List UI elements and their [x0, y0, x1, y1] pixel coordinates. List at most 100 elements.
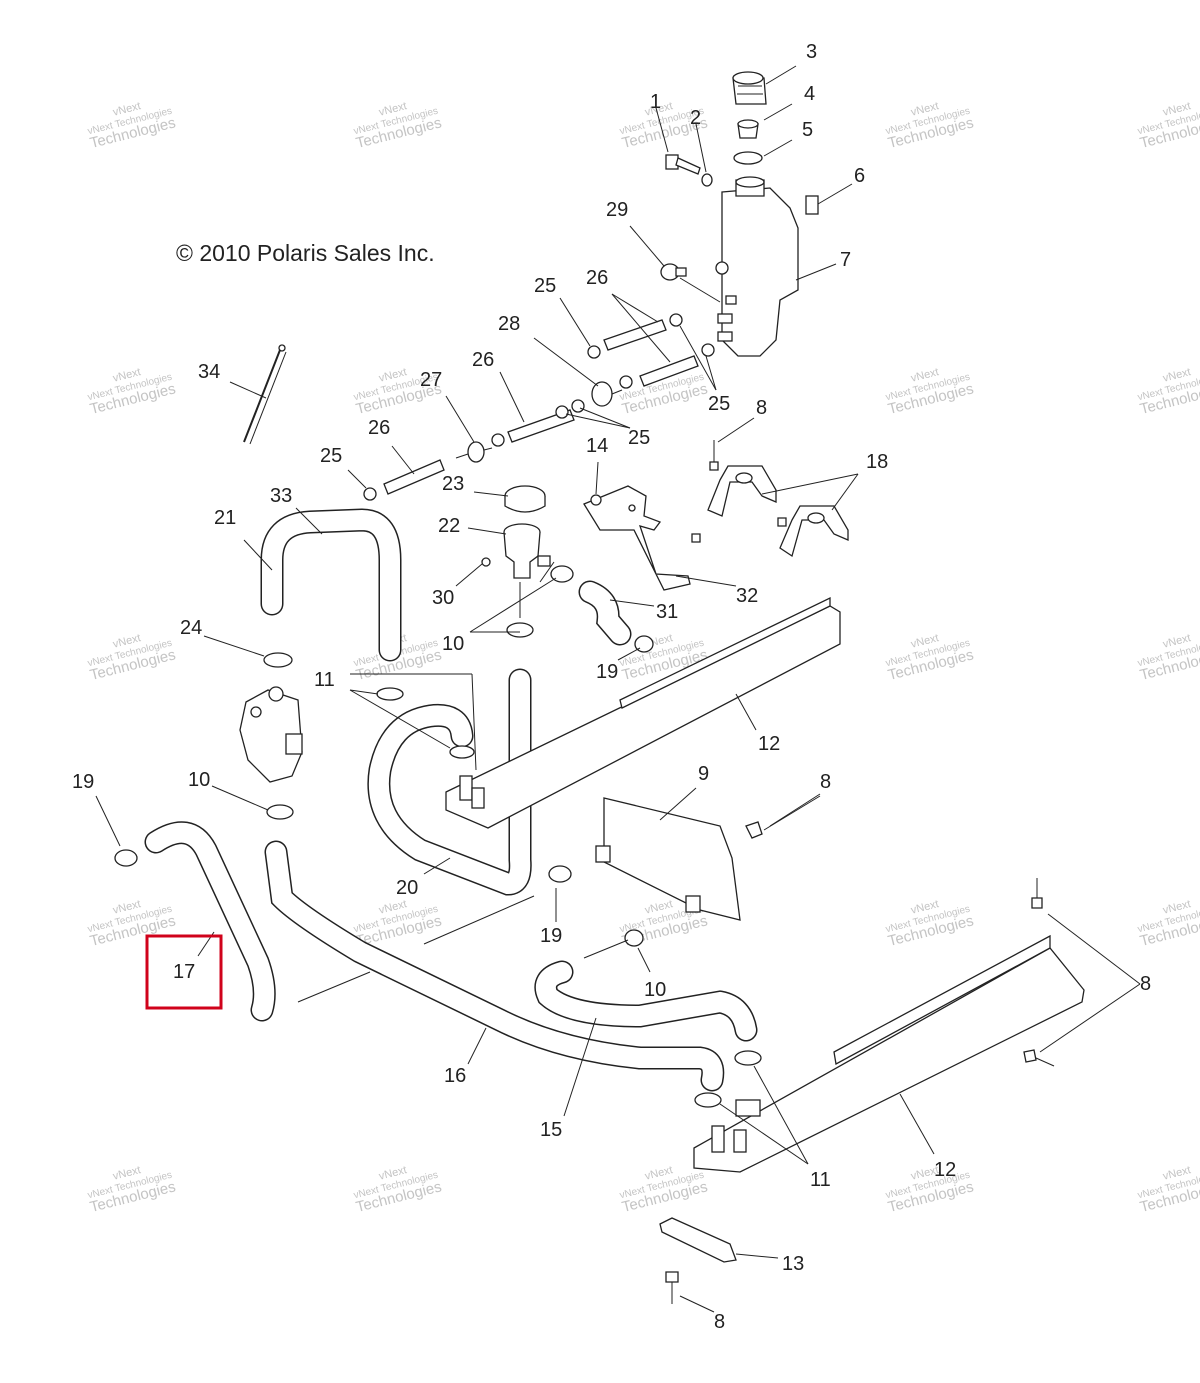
- reservoir-clip[interactable]: [805, 195, 819, 215]
- callout-9: 9: [698, 763, 709, 785]
- tunnel-cooler-shield[interactable]: [595, 797, 741, 921]
- copyright-notice: © 2010 Polaris Sales Inc.: [176, 240, 435, 266]
- coolant-hose-15[interactable]: [534, 960, 758, 1042]
- hose-clamp-29[interactable]: [660, 263, 687, 281]
- callout-26-b: 26: [472, 349, 494, 371]
- callout-11-b: 11: [810, 1169, 831, 1191]
- thermostat-housing[interactable]: [481, 523, 551, 579]
- callout-33: 33: [270, 485, 292, 507]
- callout-19-c: 19: [540, 925, 562, 947]
- callout-2: 2: [690, 107, 701, 129]
- callout-labels: 1 2 3 4 5 6 7 29 25 26 28 26 27 25 25 8 …: [72, 41, 1151, 1333]
- callout-25-a: 25: [534, 275, 556, 297]
- heat-exchanger-lower[interactable]: [693, 934, 1085, 1173]
- coolant-hose-17[interactable]: [144, 821, 276, 1022]
- overflow-tube[interactable]: [243, 344, 287, 445]
- callout-30: 30: [432, 587, 454, 609]
- callout-29: 29: [606, 199, 628, 221]
- callout-23: 23: [442, 473, 464, 495]
- callout-25-b: 25: [708, 393, 730, 415]
- mounting-bracket[interactable]: [583, 485, 691, 591]
- callout-20: 20: [396, 877, 418, 899]
- callout-15: 15: [540, 1119, 562, 1141]
- radiator-hose-loop[interactable]: [367, 668, 532, 896]
- callout-8-d: 8: [714, 1311, 725, 1333]
- fasteners[interactable]: [665, 440, 1055, 1304]
- bypass-hose[interactable]: [578, 580, 632, 646]
- support-bracket-upper[interactable]: [707, 465, 777, 517]
- callout-19-a: 19: [596, 661, 618, 683]
- check-valve[interactable]: [591, 381, 623, 407]
- callout-26-c: 26: [368, 417, 390, 439]
- coolant-reservoir[interactable]: [715, 176, 799, 357]
- mounting-plate[interactable]: [659, 1217, 737, 1263]
- heat-exchanger-upper[interactable]: [445, 596, 841, 829]
- callout-25-d: 25: [320, 445, 342, 467]
- vent-hose-upper[interactable]: [383, 319, 699, 495]
- upper-hose-loop[interactable]: [260, 508, 402, 662]
- callout-8-c: 8: [1140, 973, 1151, 995]
- callout-8-a: 8: [756, 397, 767, 419]
- radiator-cap[interactable]: [732, 71, 767, 105]
- callout-1: 1: [650, 91, 661, 113]
- hose-clamps[interactable]: [114, 565, 762, 1108]
- water-pump[interactable]: [239, 686, 303, 783]
- callout-21: 21: [214, 507, 236, 529]
- callout-12-a: 12: [758, 733, 780, 755]
- callout-28: 28: [498, 313, 520, 335]
- callout-24: 24: [180, 617, 202, 639]
- callout-6: 6: [854, 165, 865, 187]
- callout-22: 22: [438, 515, 460, 537]
- callout-32: 32: [736, 585, 758, 607]
- washer[interactable]: [701, 173, 713, 187]
- vent-valve[interactable]: [455, 441, 493, 463]
- callout-34: 34: [198, 361, 220, 383]
- support-bracket-lower[interactable]: [779, 505, 849, 558]
- callout-10-b: 10: [188, 769, 210, 791]
- callout-10-a: 10: [442, 633, 464, 655]
- callout-27: 27: [420, 369, 442, 391]
- callout-12-b: 12: [934, 1159, 956, 1181]
- callout-10-c: 10: [644, 979, 666, 1001]
- callout-18: 18: [866, 451, 888, 473]
- callout-26-a: 26: [586, 267, 608, 289]
- o-ring[interactable]: [733, 151, 763, 165]
- coolant-hose-16[interactable]: [264, 840, 725, 1092]
- callout-25-c: 25: [628, 427, 650, 449]
- cap-gasket-seal[interactable]: [737, 119, 759, 139]
- callout-7: 7: [840, 249, 851, 271]
- callout-4: 4: [804, 83, 815, 105]
- callout-11-a: 11: [314, 669, 335, 691]
- highlight-box: [145, 934, 223, 1010]
- callout-31: 31: [656, 601, 678, 623]
- callout-13: 13: [782, 1253, 804, 1275]
- callout-3: 3: [806, 41, 817, 63]
- hose-ring-fittings[interactable]: [363, 313, 715, 501]
- callout-19-b: 19: [72, 771, 94, 793]
- mount-screw[interactable]: [665, 154, 701, 175]
- thermostat-cap[interactable]: [504, 485, 546, 513]
- callout-16: 16: [444, 1065, 466, 1087]
- callout-14: 14: [586, 435, 608, 457]
- callout-8-b: 8: [820, 771, 831, 793]
- leader-lines: [95, 65, 1141, 1313]
- callout-17: 17: [173, 961, 195, 983]
